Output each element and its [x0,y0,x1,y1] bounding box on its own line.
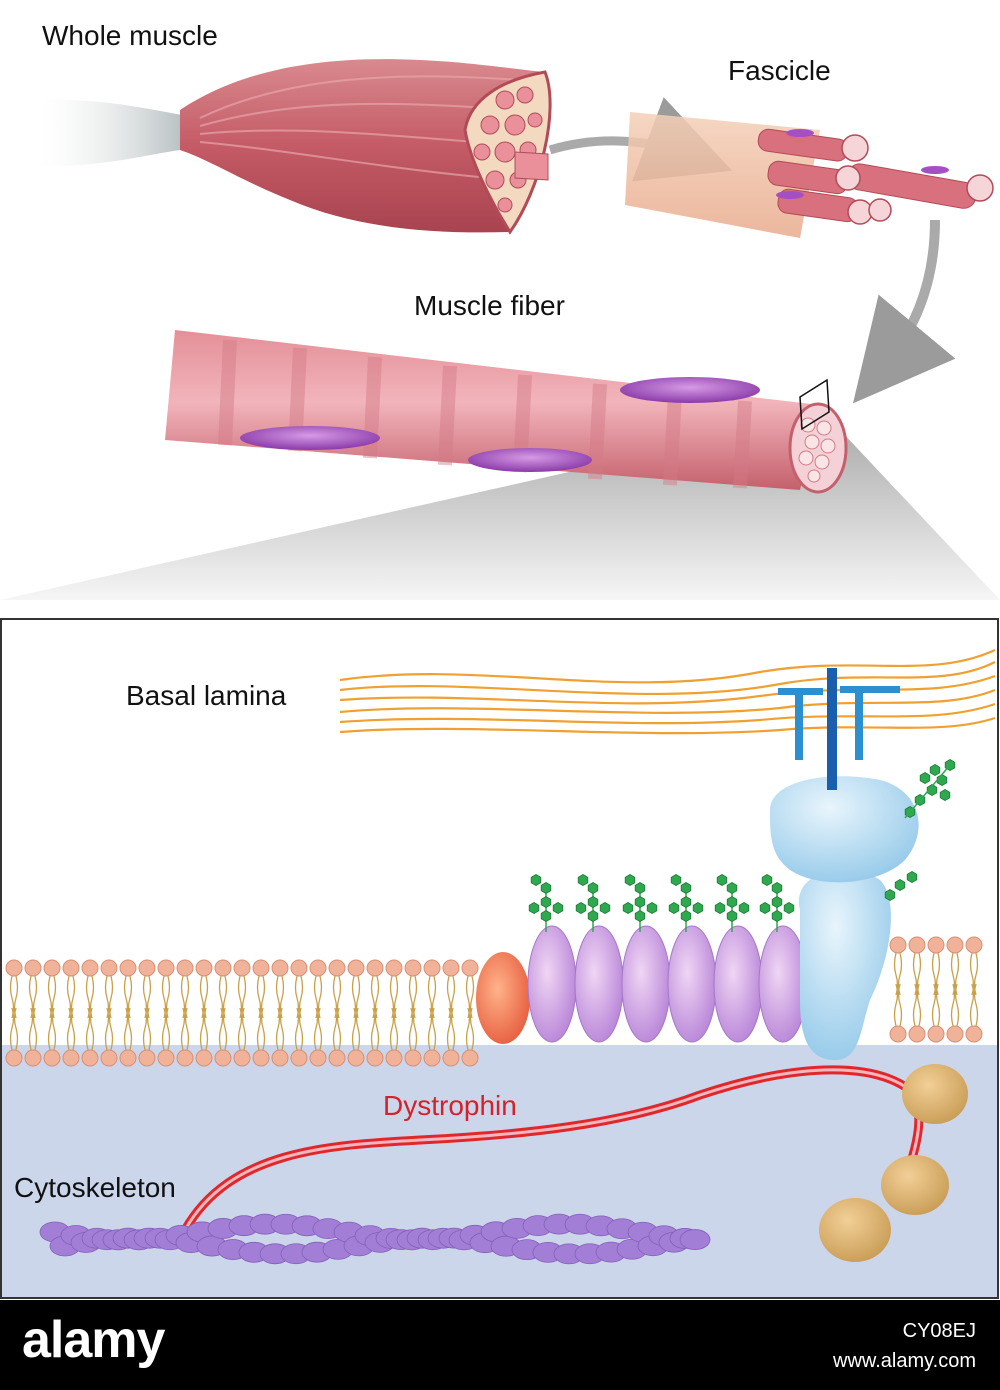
muscle-structure-diagram [0,59,1000,1299]
sarcolemma-detail-panel [0,618,999,1299]
fascicle-extract [514,151,549,181]
brand-logo: alamy [22,1311,165,1369]
basal-lamina-fibers [339,649,996,735]
label-basal-lamina: Basal lamina [126,680,287,711]
tendon [40,99,200,167]
laminin-receptor [778,668,900,790]
image-id: CY08EJ [902,1320,976,1342]
watermark-footer: alamy CY08EJ www.alamy.com [0,1300,1000,1390]
arrow-to-fiber [853,219,956,404]
fascicle [625,112,994,238]
site-url: www.alamy.com [833,1350,976,1372]
alpha-dystroglycan [770,776,919,883]
muscle-belly [180,59,545,233]
dystroglycan-sugar-chains [884,759,956,901]
muscle-fiber [0,330,1000,600]
fiber-nucleus [620,377,760,403]
label-whole-muscle: Whole muscle [42,20,218,51]
whole-muscle [40,59,552,235]
label-fascicle: Fascicle [728,55,831,86]
actin-filament [39,1213,711,1265]
label-dystrophin: Dystrophin [383,1090,517,1121]
fiber-body [165,330,820,490]
zoom-indicator [799,378,830,431]
lipid-bilayer [5,936,983,1067]
fiber-nucleus [240,426,380,450]
fiber-nucleus [468,448,592,472]
label-muscle-fiber: Muscle fiber [414,290,565,321]
sarcospan-protein [476,952,530,1044]
label-cytoskeleton: Cytoskeleton [14,1172,176,1203]
syntrophin-dystrobrevin [819,1064,968,1262]
beta-dystroglycan [798,870,891,1060]
